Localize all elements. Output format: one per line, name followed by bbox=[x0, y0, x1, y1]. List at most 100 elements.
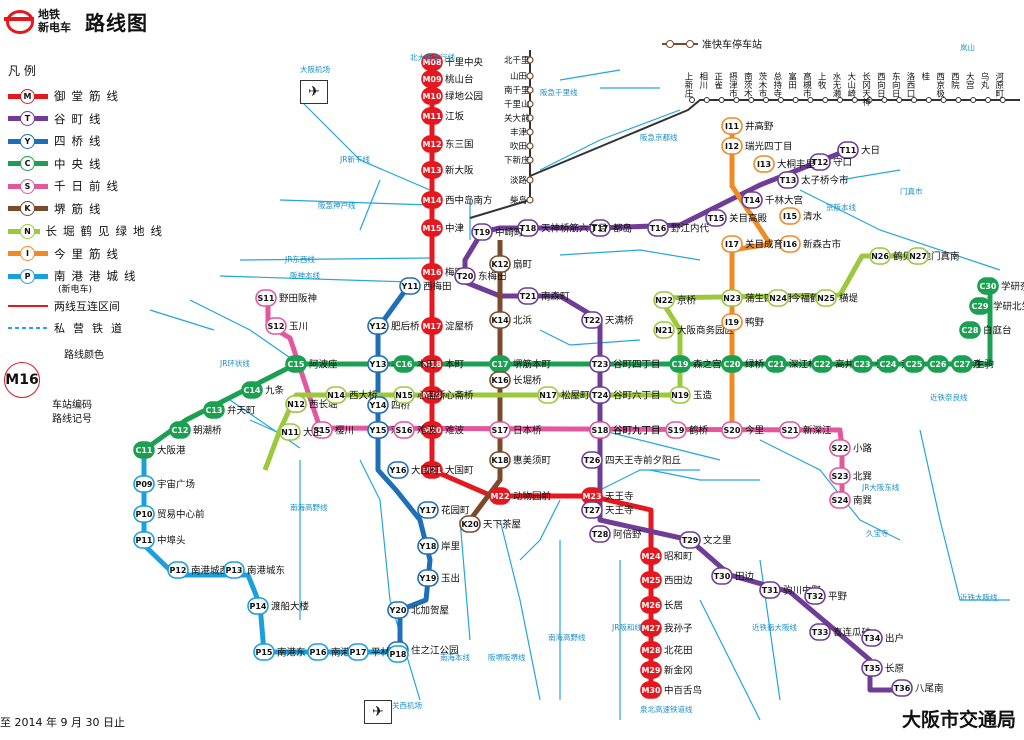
station-T12[interactable] bbox=[809, 153, 831, 171]
station-C25[interactable] bbox=[903, 355, 925, 373]
station-T35[interactable] bbox=[861, 659, 883, 677]
station-N27[interactable] bbox=[907, 247, 929, 265]
station-N14[interactable] bbox=[325, 386, 347, 404]
station-M11[interactable] bbox=[421, 107, 443, 125]
station-I11[interactable] bbox=[721, 117, 743, 135]
station-C19[interactable] bbox=[669, 355, 691, 373]
station-M17[interactable] bbox=[421, 317, 443, 335]
station-C13[interactable] bbox=[203, 401, 225, 419]
station-P18[interactable] bbox=[387, 645, 409, 663]
station-T22[interactable] bbox=[581, 311, 603, 329]
station-S15[interactable] bbox=[311, 421, 333, 439]
station-T34[interactable] bbox=[861, 629, 883, 647]
station-M26[interactable] bbox=[640, 596, 662, 614]
station-Y20[interactable] bbox=[387, 601, 409, 619]
station-N11[interactable] bbox=[279, 423, 301, 441]
station-C28[interactable] bbox=[959, 321, 981, 339]
station-S24[interactable] bbox=[829, 491, 851, 509]
station-P13[interactable] bbox=[223, 561, 245, 579]
station-M14[interactable] bbox=[421, 191, 443, 209]
station-N15[interactable] bbox=[393, 386, 415, 404]
station-T18[interactable] bbox=[517, 219, 539, 237]
station-N22[interactable] bbox=[653, 291, 675, 309]
station-K14[interactable] bbox=[489, 311, 511, 329]
station-M25[interactable] bbox=[640, 571, 662, 589]
station-S23[interactable] bbox=[829, 467, 851, 485]
station-S18[interactable] bbox=[589, 421, 611, 439]
station-C29[interactable] bbox=[969, 297, 991, 315]
station-M12[interactable] bbox=[421, 135, 443, 153]
station-T15[interactable] bbox=[705, 209, 727, 227]
station-C12[interactable] bbox=[169, 421, 191, 439]
station-P15[interactable] bbox=[253, 643, 275, 661]
station-Y11[interactable] bbox=[399, 277, 421, 295]
station-T14[interactable] bbox=[741, 191, 763, 209]
station-P10[interactable] bbox=[133, 505, 155, 523]
station-C23[interactable] bbox=[851, 355, 873, 373]
station-I17[interactable] bbox=[721, 235, 743, 253]
station-C26[interactable] bbox=[927, 355, 949, 373]
station-P17[interactable] bbox=[347, 643, 369, 661]
station-M15[interactable] bbox=[421, 219, 443, 237]
station-C14[interactable] bbox=[241, 381, 263, 399]
station-I19[interactable] bbox=[721, 313, 743, 331]
station-T21[interactable] bbox=[517, 287, 539, 305]
station-Y16[interactable] bbox=[387, 461, 409, 479]
station-C11[interactable] bbox=[133, 441, 155, 459]
station-T20[interactable] bbox=[454, 267, 476, 285]
station-C27[interactable] bbox=[951, 355, 973, 373]
station-P14[interactable] bbox=[247, 597, 269, 615]
station-N24[interactable] bbox=[767, 289, 789, 307]
station-Y12[interactable] bbox=[367, 317, 389, 335]
station-M19[interactable] bbox=[421, 386, 443, 404]
station-S21[interactable] bbox=[779, 421, 801, 439]
station-C30[interactable] bbox=[977, 277, 999, 295]
station-M24[interactable] bbox=[640, 547, 662, 565]
station-T36[interactable] bbox=[891, 679, 913, 697]
station-T27[interactable] bbox=[581, 501, 603, 519]
station-T23[interactable] bbox=[589, 355, 611, 373]
station-C20[interactable] bbox=[721, 355, 743, 373]
station-S11[interactable] bbox=[255, 289, 277, 307]
station-Y18[interactable] bbox=[417, 537, 439, 555]
station-T13[interactable] bbox=[777, 171, 799, 189]
station-S12[interactable] bbox=[265, 317, 287, 335]
station-T11[interactable] bbox=[837, 141, 859, 159]
station-N17[interactable] bbox=[537, 386, 559, 404]
station-N23[interactable] bbox=[721, 289, 743, 307]
station-Y13[interactable] bbox=[367, 355, 389, 373]
station-M21[interactable] bbox=[421, 461, 443, 479]
station-S20[interactable] bbox=[721, 421, 743, 439]
station-N26[interactable] bbox=[869, 247, 891, 265]
station-T19[interactable] bbox=[471, 223, 493, 241]
station-T16[interactable] bbox=[647, 219, 669, 237]
station-P09[interactable] bbox=[133, 475, 155, 493]
station-M13[interactable] bbox=[421, 161, 443, 179]
station-M10[interactable] bbox=[421, 87, 443, 105]
station-P11[interactable] bbox=[133, 531, 155, 549]
station-C24[interactable] bbox=[877, 355, 899, 373]
station-M16[interactable] bbox=[421, 263, 443, 281]
station-T17[interactable] bbox=[589, 219, 611, 237]
station-Y17[interactable] bbox=[417, 501, 439, 519]
station-T26[interactable] bbox=[581, 451, 603, 469]
station-I12[interactable] bbox=[721, 137, 743, 155]
station-C22[interactable] bbox=[811, 355, 833, 373]
station-Y14[interactable] bbox=[367, 396, 389, 414]
station-S22[interactable] bbox=[829, 439, 851, 457]
station-Y19[interactable] bbox=[417, 569, 439, 587]
station-T29[interactable] bbox=[679, 531, 701, 549]
station-M28[interactable] bbox=[640, 641, 662, 659]
station-C21[interactable] bbox=[765, 355, 787, 373]
station-I13[interactable] bbox=[753, 155, 775, 173]
station-M22[interactable] bbox=[489, 487, 511, 505]
station-M30[interactable] bbox=[640, 681, 662, 699]
station-K20[interactable] bbox=[459, 515, 481, 533]
station-K16[interactable] bbox=[489, 371, 511, 389]
station-I16[interactable] bbox=[779, 235, 801, 253]
station-S17[interactable] bbox=[489, 421, 511, 439]
station-N12[interactable] bbox=[285, 395, 307, 413]
station-M18[interactable] bbox=[421, 355, 443, 373]
station-T33[interactable] bbox=[809, 623, 831, 641]
station-C16[interactable] bbox=[393, 355, 415, 373]
